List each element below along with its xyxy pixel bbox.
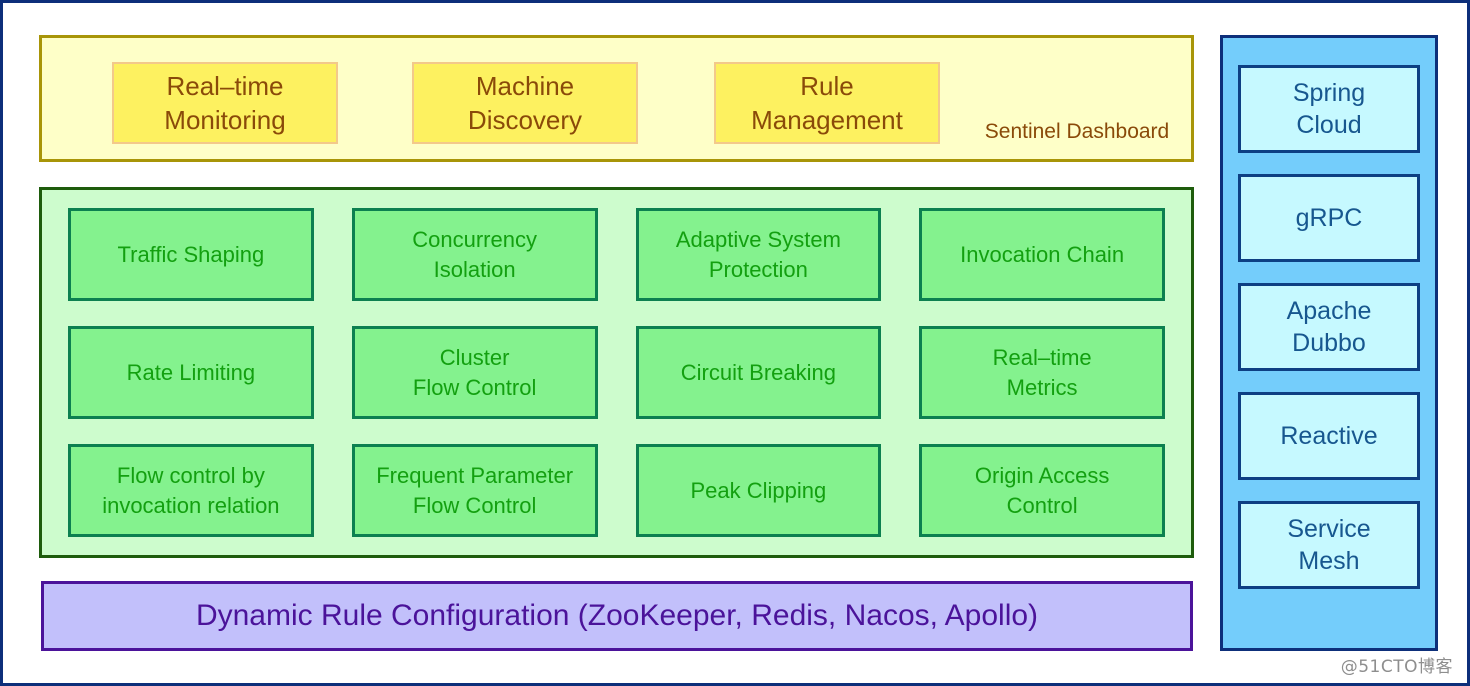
integration-box-spring-cloud: Spring Cloud [1238,65,1420,153]
feature-box-line-1: Circuit Breaking [680,359,837,385]
feature-box-cluster-flow-control: Cluster Flow Control [351,326,598,419]
feature-box-line-1: Origin Access [974,463,1110,489]
dashboard-box-real-time-monitoring: Real–time Monitoring [112,62,338,144]
integration-box-line-1: Apache [1286,296,1372,325]
feature-box-real-time-metrics: Real–time Metrics [919,326,1165,419]
feature-box-line-1: Peak Clipping [690,477,827,503]
feature-box-rate-limiting: Rate Limiting [68,326,314,419]
feature-box-line-1: Adaptive System [675,227,841,253]
dashboard-box-rule-management: Rule Management [714,62,940,144]
feature-box-origin-access-control: Origin Access Control [919,444,1165,537]
dashboard-box-line-1: Real–time [166,70,284,101]
integrations-panel: Spring Cloud gRPC Apache Dubbo Reactive … [1220,35,1438,651]
feature-box-line-2: Isolation [433,256,516,282]
feature-box-line-2: invocation relation [102,492,280,518]
integration-box-grpc: gRPC [1238,174,1420,262]
feature-box-line-1: Flow control by [116,463,265,489]
feature-box-line-1: Real–time [992,345,1092,371]
feature-box-invocation-chain: Invocation Chain [919,208,1165,301]
core-features-grid: Traffic Shaping Concurrency Isolation Ad… [68,208,1165,537]
watermark: @51CTO博客 [1340,657,1453,677]
dashboard-box-line-1: Rule [800,70,854,101]
feature-box-concurrency-isolation: Concurrency Isolation [351,208,598,301]
feature-box-line-2: Flow Control [412,374,537,400]
dynamic-rule-configuration-label: Dynamic Rule Configuration (ZooKeeper, R… [195,599,1039,632]
integration-box-reactive: Reactive [1238,392,1420,480]
feature-box-line-1: Invocation Chain [960,241,1125,267]
dashboard-box-line-2: Management [751,105,903,135]
core-features-panel: Traffic Shaping Concurrency Isolation Ad… [39,187,1194,558]
integration-box-apache-dubbo: Apache Dubbo [1238,283,1420,371]
feature-box-flow-control-by-invocation-relation: Flow control by invocation relation [68,444,314,537]
feature-box-line-1: Concurrency [412,227,537,253]
feature-box-line-2: Control [1006,492,1078,518]
integration-box-line-2: Dubbo [1292,329,1366,357]
feature-box-line-2: Metrics [1006,374,1078,400]
feature-box-line-2: Flow Control [412,492,537,518]
feature-box-adaptive-system-protection: Adaptive System Protection [635,208,882,301]
feature-box-frequent-parameter-flow-control: Frequent Parameter Flow Control [351,444,598,537]
feature-box-line-2: Protection [708,256,808,282]
integration-box-line-1: Spring [1292,78,1366,107]
sentinel-dashboard-panel: Real–time Monitoring Machine Discovery R… [39,35,1194,162]
feature-box-line-1: Cluster [439,345,510,371]
integration-box-line-1: Reactive [1280,421,1378,450]
dynamic-rule-configuration-bar: Dynamic Rule Configuration (ZooKeeper, R… [41,581,1193,651]
feature-box-circuit-breaking: Circuit Breaking [635,326,882,419]
sentinel-dashboard-label: Sentinel Dashboard [984,120,1170,143]
dashboard-box-line-2: Monitoring [164,105,286,135]
dashboard-box-line-2: Discovery [467,105,583,135]
integration-box-line-2: Mesh [1298,547,1360,575]
integration-box-service-mesh: Service Mesh [1238,501,1420,589]
dashboard-box-line-1: Machine [475,70,575,101]
feature-box-line-1: Rate Limiting [126,359,256,385]
feature-box-peak-clipping: Peak Clipping [635,444,882,537]
integration-box-line-1: Service [1287,514,1371,543]
feature-box-traffic-shaping: Traffic Shaping [68,208,314,301]
dashboard-box-machine-discovery: Machine Discovery [412,62,638,144]
feature-box-line-1: Traffic Shaping [117,241,265,267]
integration-box-line-2: Cloud [1296,111,1362,139]
feature-box-line-1: Frequent Parameter [376,463,574,489]
integration-box-line-1: gRPC [1295,203,1363,232]
